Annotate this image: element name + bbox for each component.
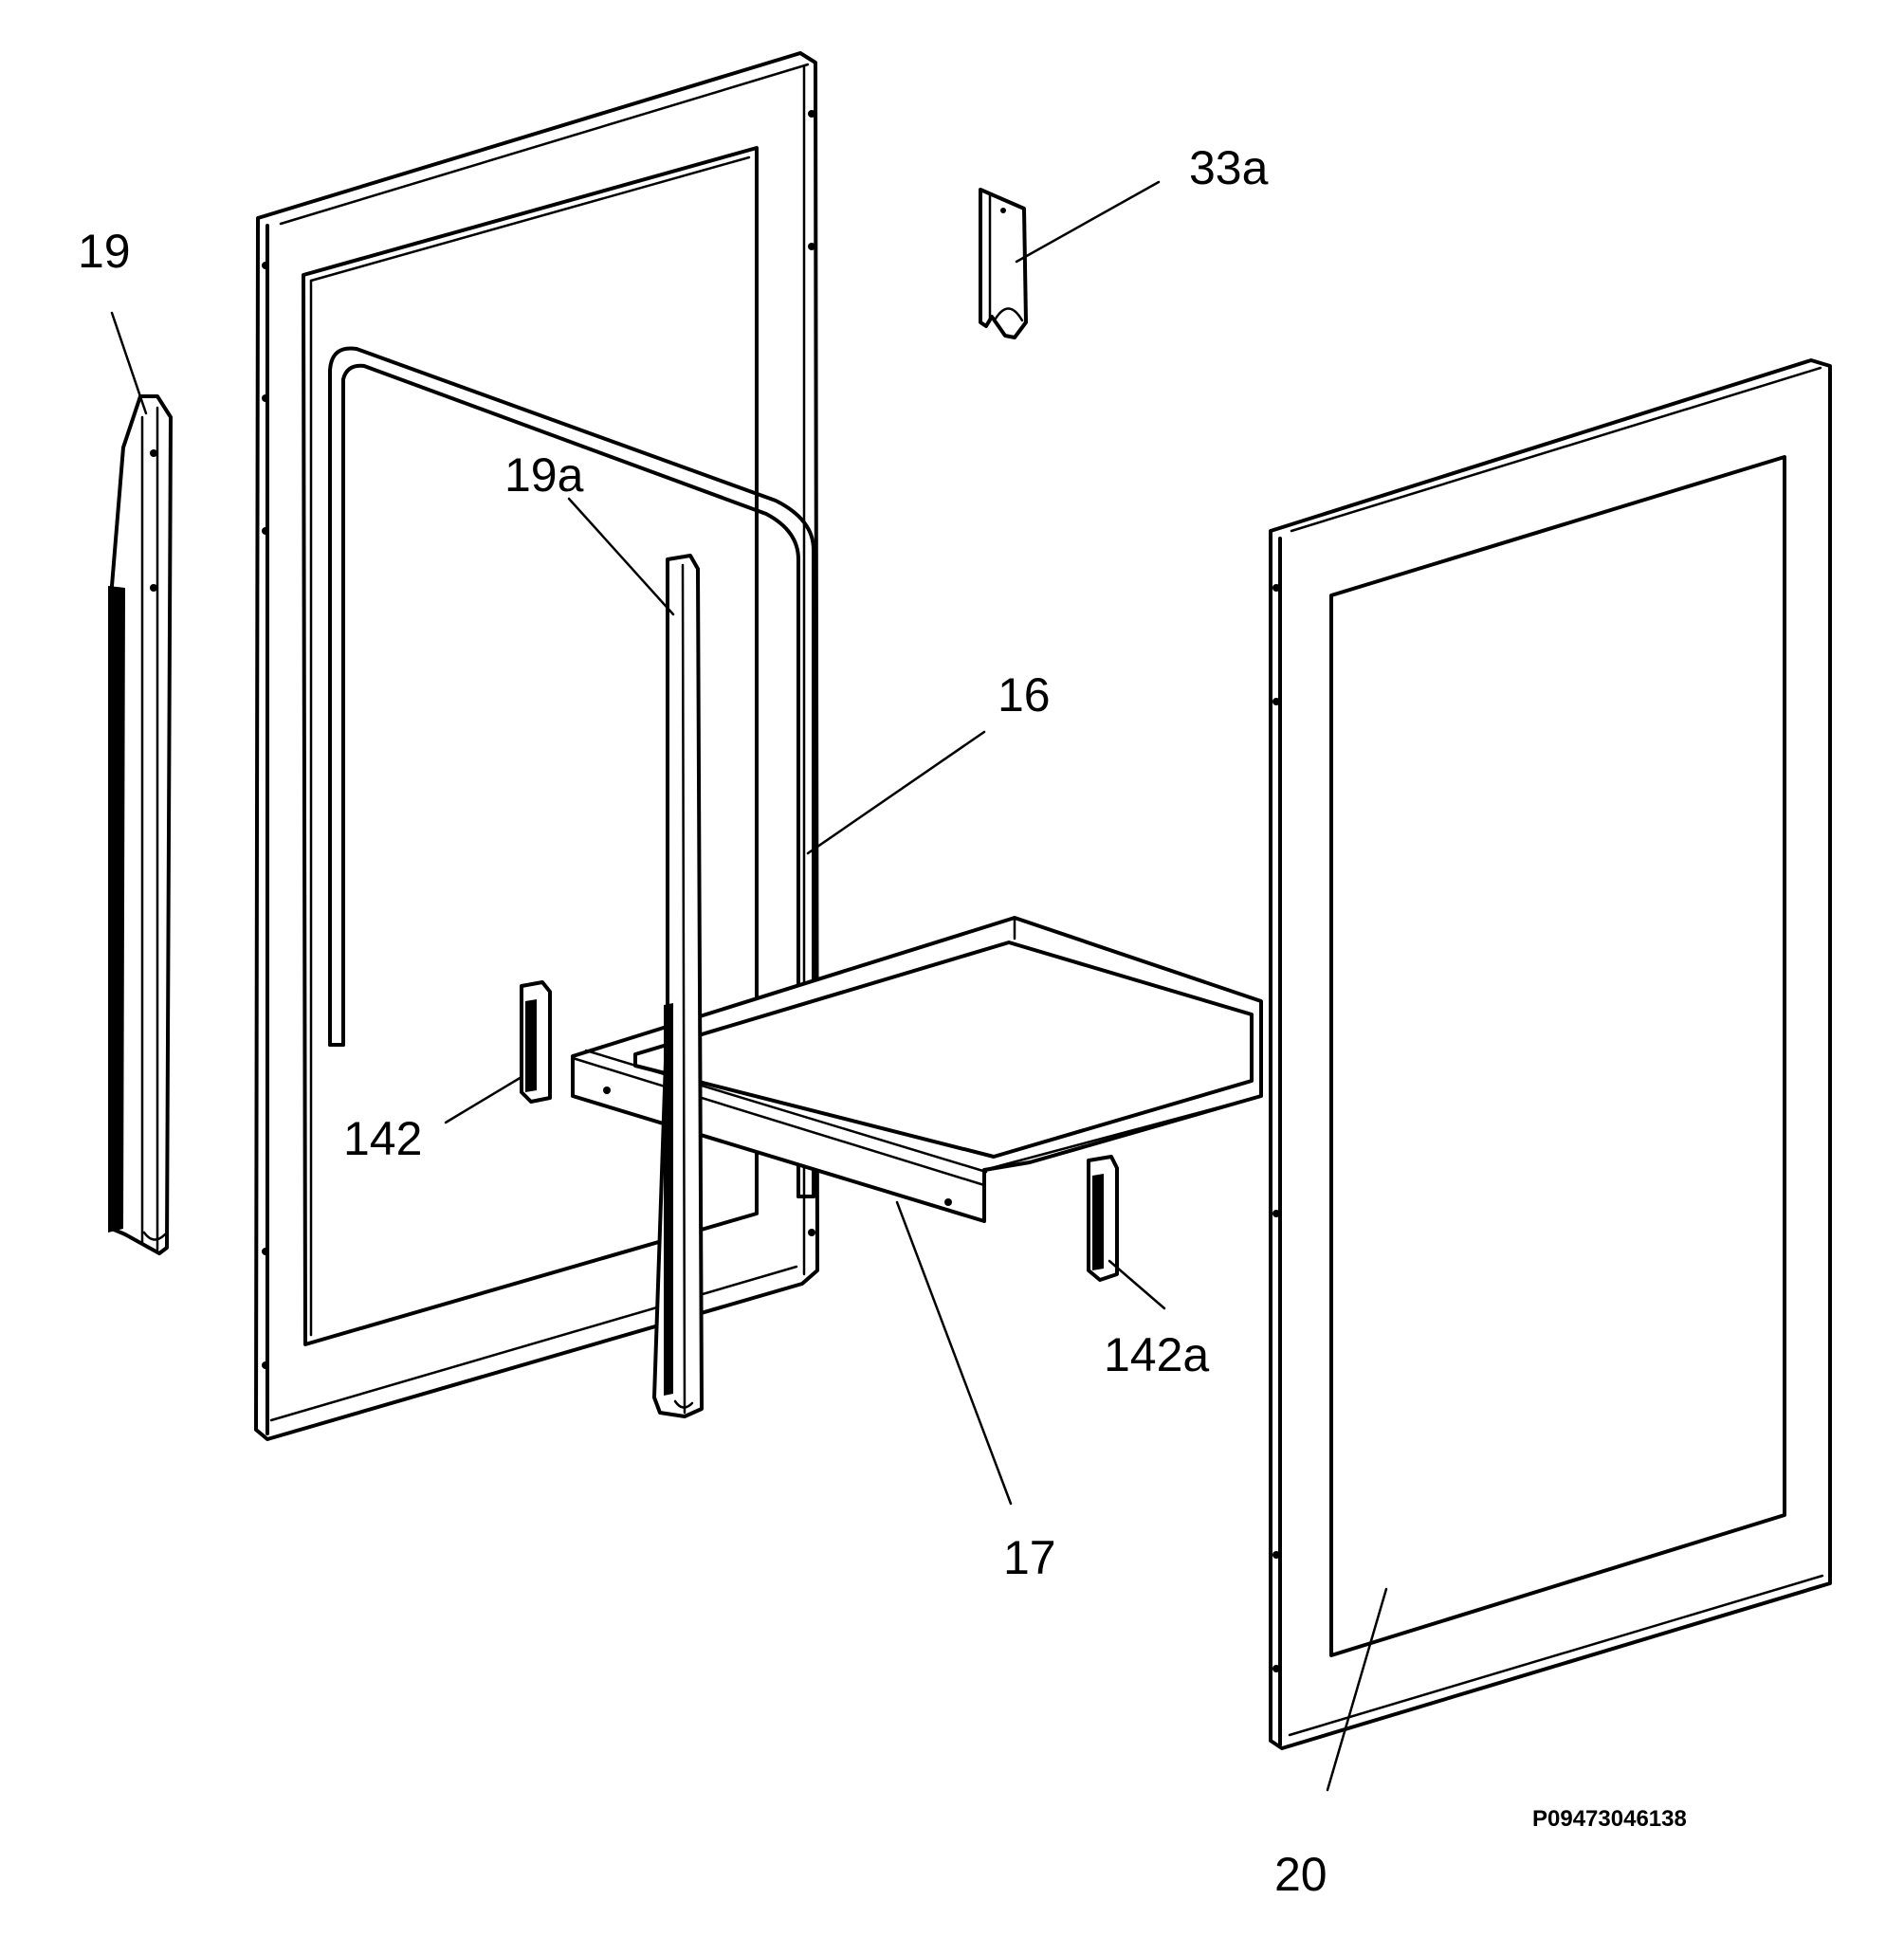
part-20-front-panel: [1269, 358, 1832, 1750]
part-142-hinge-receiver: [520, 980, 552, 1104]
callout-labels: 19 19a 33a 16 142 142a 17 20: [78, 141, 1327, 1901]
leader-19a: [567, 497, 675, 616]
part-142a-hinge-receiver: [1087, 1155, 1119, 1282]
back-panel-frame: [254, 51, 819, 1441]
callout-142: 142: [343, 1112, 422, 1165]
part-19a-side-strip: [652, 554, 704, 1418]
callout-17: 17: [1003, 1531, 1056, 1584]
leader-142a: [1108, 1259, 1166, 1310]
leader-20: [1326, 1587, 1388, 1792]
part-16-seal-gasket: [328, 346, 815, 1198]
callout-19: 19: [78, 225, 131, 278]
callout-33a: 33a: [1189, 141, 1269, 194]
leader-142: [444, 1075, 523, 1124]
part-19-side-strip: [108, 394, 173, 1255]
callout-142a: 142a: [1104, 1328, 1209, 1381]
leader-16: [806, 730, 986, 855]
leader-33a: [1015, 180, 1161, 264]
leader-17: [895, 1200, 1013, 1506]
callout-16: 16: [998, 668, 1051, 721]
document-reference-number: P09473046138: [1532, 1806, 1687, 1832]
part-17-bottom-tray: [571, 916, 1263, 1223]
leader-19: [110, 311, 148, 415]
part-33a-bracket: [979, 188, 1028, 339]
leader-lines: [110, 180, 1388, 1792]
callout-20: 20: [1274, 1848, 1327, 1901]
callout-19a: 19a: [504, 448, 584, 502]
